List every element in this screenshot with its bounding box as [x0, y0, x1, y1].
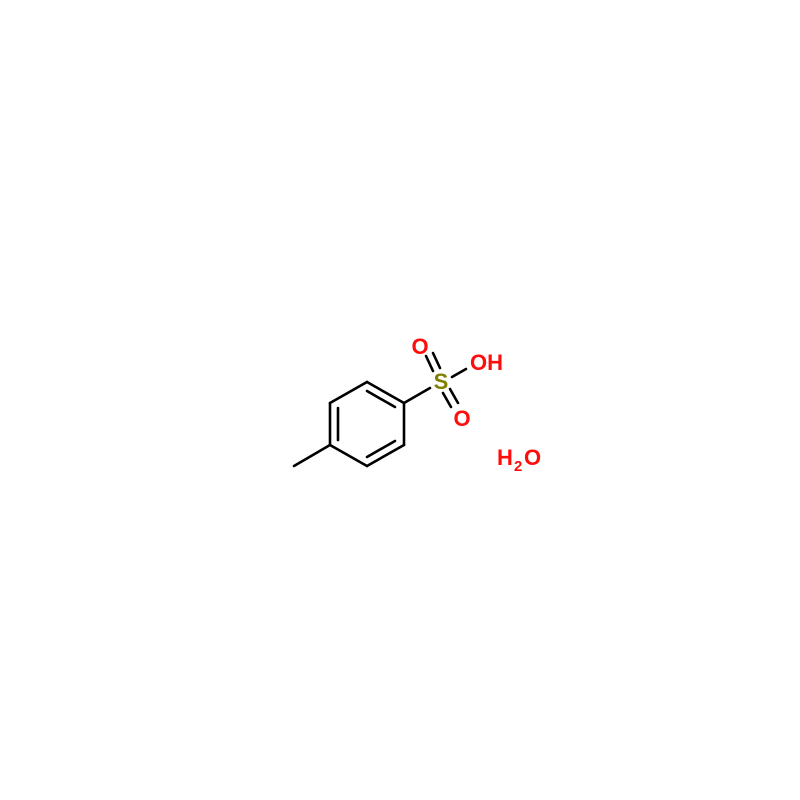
hydroxyl-label: OH — [470, 350, 503, 375]
molecule-structure: S O O OH — [292, 334, 503, 468]
sulfur-oxygen-top-bond-a — [424, 354, 435, 373]
water-oxygen-label: O — [524, 445, 541, 470]
sulfur-oxygen-bottom-bond-b — [448, 387, 460, 405]
ring-double-bond-top — [365, 389, 397, 409]
ring-bond-2 — [328, 380, 369, 405]
carbon-sulfur-bond — [402, 386, 432, 405]
water-hydrogen-label: H — [497, 445, 513, 470]
sulfur-oxygen-bottom-bond-a — [441, 391, 453, 409]
ring-bond-6 — [328, 443, 369, 468]
water-molecule: H 2 O — [497, 445, 541, 475]
water-subscript-label: 2 — [514, 458, 522, 475]
sulfur-atom-label: S — [434, 369, 449, 394]
oxygen-top-label: O — [411, 334, 428, 359]
ring-double-bond-bottom — [365, 439, 397, 459]
methyl-bond — [292, 443, 332, 468]
sulfur-hydroxyl-bond — [450, 367, 468, 379]
ring-bond-3 — [365, 380, 406, 405]
ring-bond-5 — [365, 443, 406, 468]
sulfur-oxygen-top-bond-b — [431, 351, 442, 370]
oxygen-bottom-label: O — [453, 406, 470, 431]
